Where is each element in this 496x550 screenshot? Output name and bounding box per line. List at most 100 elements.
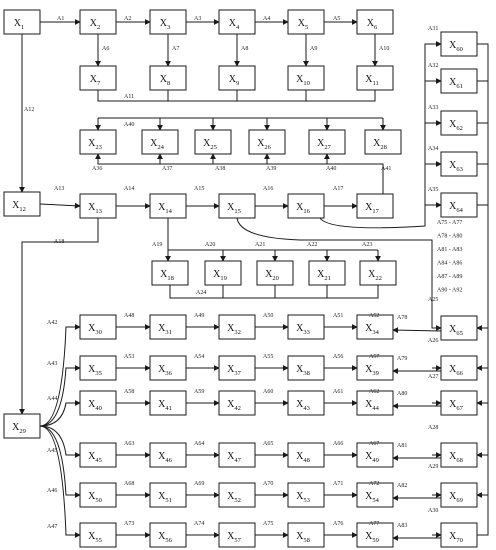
node-box [3,9,41,35]
node-x2: X2 [79,9,117,35]
node-x32: X32 [218,314,256,340]
node-label: X1 [14,18,24,31]
node-x8: X8 [149,65,187,91]
edge-label-right: A34 [428,146,438,152]
node-box [218,522,256,548]
node-box [218,442,256,468]
node-x34: X34 [356,314,394,340]
node-subscript: 36 [165,370,172,377]
node-x4: X4 [218,9,256,35]
node-x48: X48 [287,442,325,468]
node-box [287,193,325,219]
edge-label-mid: A37 [162,166,172,172]
node-subscript: 46 [165,457,172,464]
edge-label-row: A76 [333,521,343,527]
edge-label-right: A28 [428,425,438,431]
node-x30: X30 [79,314,117,340]
node-x49: X49 [356,442,394,468]
node-box [79,9,117,35]
edge-label-collect: A11 [124,94,134,100]
edge-label-row: A52 [369,313,379,319]
node-x61: X61 [440,68,478,94]
node-x57: X57 [218,522,256,548]
edge-label-split: A19 [152,242,162,248]
edge-label-top-down: A10 [379,46,389,52]
edge-x29-fan [39,324,81,427]
node-box [356,482,394,508]
node-x39: X39 [356,355,394,381]
node-x6: X6 [356,9,394,35]
node-x53: X53 [287,482,325,508]
node-subscript: 10 [303,80,310,87]
node-x67: X67 [440,390,478,416]
node-subscript: 19 [220,275,227,282]
node-subscript: 47 [234,457,241,464]
edge-label-collect-18-22: A24 [196,290,206,296]
edge-label-right-in: A78 [397,315,407,321]
node-box [440,68,478,94]
edge-label-row: A53 [124,354,134,360]
edge-label-top: A3 [194,16,201,22]
node-box [149,390,187,416]
edge-x15-x65 [236,217,442,331]
edge-label-row: A49 [194,313,204,319]
node-x25: X25 [194,129,232,155]
node-label: X5 [298,18,308,31]
node-subscript: 63 [456,166,463,173]
edge-layer [19,19,489,541]
node-subscript: 57 [234,537,241,544]
node-box [440,522,478,548]
node-subscript: 20 [272,275,279,282]
node-x42: X42 [218,390,256,416]
node-subscript: 55 [95,537,102,544]
node-subscript: 23 [95,144,102,151]
node-x20: X20 [256,260,294,286]
node-box [194,129,232,155]
node-subscript: 5 [305,24,308,31]
node-label: X2 [90,18,100,31]
edge-label-right: A30 [428,508,438,514]
node-box [308,129,346,155]
node-subscript: 45 [95,457,102,464]
node-subscript: 1 [21,24,24,31]
edge-label-row: A73 [124,521,134,527]
edge-x29-fan [39,425,81,538]
node-x3: X3 [149,9,187,35]
node-box [141,129,179,155]
node-box [218,314,256,340]
node-x12: X12 [3,191,41,217]
node-label: X8 [160,74,170,87]
node-box [359,260,397,286]
edge-label-fan: A43 [47,361,57,367]
node-subscript: 27 [324,144,331,151]
node-box [79,482,117,508]
node-subscript: 8 [167,80,170,87]
edge-label-row: A50 [263,313,273,319]
node-x59: X59 [356,522,394,548]
edge-label-fan: A47 [47,524,57,530]
node-box [256,260,294,286]
node-x29: X29 [3,413,41,439]
node-x37: X37 [218,355,256,381]
node-subscript: 44 [372,405,379,412]
node-subscript: 21 [324,275,331,282]
node-box [79,522,117,548]
edge-label-right: A32 [428,63,438,69]
node-subscript: 50 [95,497,102,504]
node-subscript: 32 [234,329,241,336]
node-x26: X26 [248,129,286,155]
edge-label-fan: A42 [47,320,57,326]
node-x60: X60 [440,31,478,57]
node-x63: X63 [440,151,478,177]
node-box [440,151,478,177]
node-x55: X55 [79,522,117,548]
node-box [356,442,394,468]
edge-label-chain13: A16 [263,186,273,192]
node-box [287,522,325,548]
node-box [287,314,325,340]
edge-label-range: A87 - A89 [437,274,462,280]
edge-label-right: A27 [428,374,438,380]
node-box [151,260,189,286]
node-x38: X38 [287,355,325,381]
node-x5: X5 [287,9,325,35]
